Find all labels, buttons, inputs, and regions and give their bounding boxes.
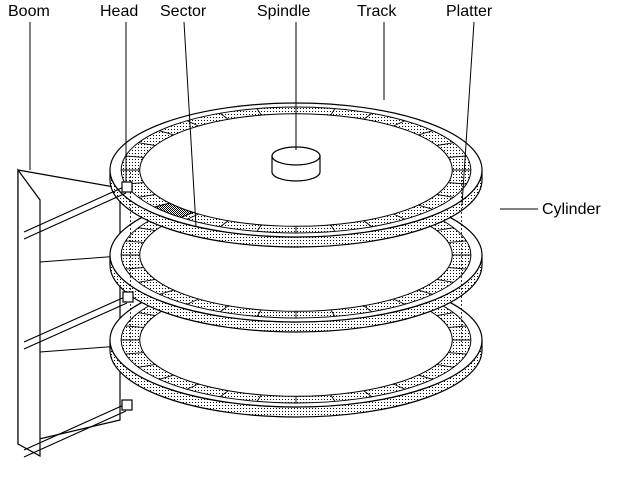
sector-divider xyxy=(159,289,174,295)
arm-rod xyxy=(23,295,128,343)
sector-divider xyxy=(448,155,467,158)
sector-divider xyxy=(219,112,229,120)
sector-divider xyxy=(448,325,467,328)
sector-divider xyxy=(436,363,454,368)
sector-divider xyxy=(186,213,199,220)
sector-divider xyxy=(436,193,454,198)
sector-divider xyxy=(330,309,336,317)
label-leader-lines xyxy=(29,21,538,227)
sector-divider xyxy=(363,305,373,313)
sector-divider xyxy=(418,130,433,136)
sector-divider xyxy=(125,240,144,243)
arm-rod xyxy=(23,410,127,458)
sector-leader xyxy=(183,21,197,227)
head-arms xyxy=(23,181,134,458)
sector-divider xyxy=(125,352,144,355)
sector-divider xyxy=(393,298,406,305)
sector-divider xyxy=(363,220,373,228)
sector-divider xyxy=(393,213,406,220)
sector-divider xyxy=(393,383,406,390)
sector-divider xyxy=(256,108,262,116)
sector-divider xyxy=(393,120,406,127)
sector-divider xyxy=(418,374,433,380)
arm-rod xyxy=(23,403,127,451)
platter-stack xyxy=(109,102,483,418)
sector-divider xyxy=(256,309,262,317)
label-spindle: Spindle xyxy=(257,3,311,20)
boom-rung xyxy=(39,345,121,353)
boom-assembly xyxy=(17,168,121,458)
sector-divider xyxy=(219,220,229,228)
sector-divider xyxy=(219,390,229,398)
sector-divider xyxy=(448,240,467,243)
sector-highlight xyxy=(153,202,195,218)
head-arm xyxy=(23,399,133,458)
sector-divider xyxy=(125,325,144,328)
label-boom: Boom xyxy=(8,3,50,20)
sector-divider xyxy=(125,155,144,158)
sector-divider xyxy=(138,363,156,368)
sector-divider xyxy=(418,289,433,295)
arm-rod xyxy=(23,185,127,233)
sector-divider xyxy=(159,374,174,380)
sector-divider xyxy=(186,120,199,127)
read-write-head xyxy=(121,399,133,411)
sector-divider xyxy=(436,227,454,232)
sector-divider xyxy=(418,204,433,210)
sector-divider xyxy=(363,112,373,120)
sector-divider xyxy=(448,267,467,270)
platter-leader xyxy=(461,21,475,206)
label-track: Track xyxy=(357,3,397,20)
label-sector: Sector xyxy=(160,3,207,20)
arm-rod xyxy=(23,192,127,240)
sector-divider xyxy=(330,394,336,402)
sector-divider xyxy=(159,130,174,136)
label-head: Head xyxy=(100,3,139,20)
sector-divider xyxy=(138,227,156,232)
head-arm xyxy=(23,181,133,240)
sector-divider xyxy=(138,142,156,147)
sector-divider xyxy=(186,383,199,390)
sector-divider xyxy=(186,298,199,305)
sector-divider xyxy=(138,278,156,283)
sector-divider xyxy=(436,312,454,317)
sector-divider xyxy=(436,278,454,283)
spindle xyxy=(271,146,321,182)
sector-divider xyxy=(256,394,262,402)
boom-rung xyxy=(39,255,121,263)
sector-divider xyxy=(330,108,336,116)
head-arm xyxy=(23,291,134,350)
sector-divider xyxy=(125,267,144,270)
arm-rod xyxy=(23,302,128,350)
read-write-head xyxy=(121,181,133,193)
sector-divider xyxy=(330,224,336,232)
sector-divider xyxy=(256,224,262,232)
sector-divider xyxy=(436,142,454,147)
read-write-head xyxy=(122,291,134,303)
sector-divider xyxy=(219,305,229,313)
sector-divider xyxy=(363,390,373,398)
sector-divider xyxy=(138,312,156,317)
label-cylinder: Cylinder xyxy=(542,201,601,218)
label-platter: Platter xyxy=(446,3,493,20)
sector-divider xyxy=(448,352,467,355)
sector-divider xyxy=(138,193,156,198)
boom-side-face xyxy=(17,168,41,458)
